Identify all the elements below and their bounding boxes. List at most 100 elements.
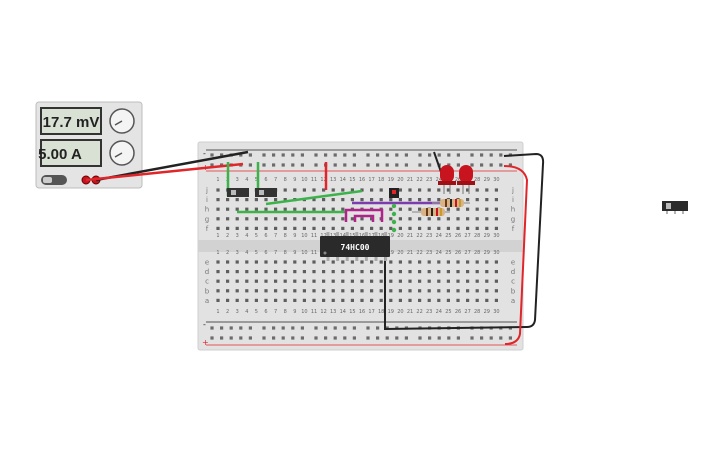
rail-hole[interactable] (300, 326, 304, 330)
breadboard-hole[interactable] (437, 226, 441, 230)
breadboard-hole[interactable] (427, 198, 431, 202)
rail-hole[interactable] (210, 153, 214, 157)
breadboard-hole[interactable] (264, 289, 268, 293)
rail-hole[interactable] (404, 336, 408, 340)
breadboard-hole[interactable] (437, 198, 441, 202)
breadboard-hole[interactable] (398, 207, 402, 211)
breadboard-hole[interactable] (235, 207, 239, 211)
breadboard-hole[interactable] (427, 279, 431, 283)
breadboard-hole[interactable] (408, 298, 412, 302)
breadboard-hole[interactable] (235, 289, 239, 293)
breadboard-hole[interactable] (485, 217, 489, 221)
breadboard-hole[interactable] (293, 260, 297, 264)
breadboard-hole[interactable] (264, 270, 268, 274)
breadboard-hole[interactable] (235, 217, 239, 221)
breadboard-hole[interactable] (446, 298, 450, 302)
breadboard-hole[interactable] (245, 260, 249, 264)
rail-hole[interactable] (300, 163, 304, 167)
breadboard-hole[interactable] (331, 207, 335, 211)
breadboard-hole[interactable] (475, 279, 479, 283)
breadboard-hole[interactable] (446, 207, 450, 211)
breadboard-hole[interactable] (360, 298, 364, 302)
breadboard-hole[interactable] (370, 217, 374, 221)
rail-hole[interactable] (395, 336, 399, 340)
breadboard-hole[interactable] (408, 279, 412, 283)
breadboard-hole[interactable] (312, 188, 316, 192)
breadboard-hole[interactable] (235, 270, 239, 274)
breadboard-hole[interactable] (494, 260, 498, 264)
breadboard-hole[interactable] (293, 279, 297, 283)
rail-hole[interactable] (210, 326, 214, 330)
rail-hole[interactable] (385, 153, 389, 157)
rail-hole[interactable] (366, 326, 370, 330)
breadboard-hole[interactable] (216, 298, 220, 302)
breadboard-hole[interactable] (360, 279, 364, 283)
breadboard-hole[interactable] (446, 226, 450, 230)
breadboard-hole[interactable] (427, 217, 431, 221)
rail-hole[interactable] (300, 153, 304, 157)
breadboard-hole[interactable] (331, 226, 335, 230)
breadboard-hole[interactable] (408, 260, 412, 264)
breadboard-hole[interactable] (456, 217, 460, 221)
breadboard-hole[interactable] (427, 188, 431, 192)
breadboard-hole[interactable] (456, 260, 460, 264)
breadboard-hole[interactable] (274, 207, 278, 211)
breadboard-hole[interactable] (360, 270, 364, 274)
rail-hole[interactable] (281, 336, 285, 340)
breadboard-hole[interactable] (274, 279, 278, 283)
breadboard-hole[interactable] (254, 198, 258, 202)
breadboard-hole[interactable] (379, 260, 383, 264)
rail-hole[interactable] (499, 153, 503, 157)
breadboard-hole[interactable] (216, 188, 220, 192)
breadboard-hole[interactable] (379, 279, 383, 283)
rail-hole[interactable] (333, 153, 337, 157)
breadboard-hole[interactable] (437, 279, 441, 283)
breadboard-hole[interactable] (360, 289, 364, 293)
breadboard-hole[interactable] (264, 217, 268, 221)
breadboard-hole[interactable] (350, 188, 354, 192)
breadboard-hole[interactable] (293, 217, 297, 221)
breadboard-hole[interactable] (293, 289, 297, 293)
breadboard-hole[interactable] (475, 188, 479, 192)
breadboard-hole[interactable] (485, 207, 489, 211)
rail-hole[interactable] (343, 153, 347, 157)
breadboard-hole[interactable] (302, 188, 306, 192)
rail-hole[interactable] (343, 336, 347, 340)
breadboard-hole[interactable] (389, 198, 393, 202)
breadboard-hole[interactable] (466, 298, 470, 302)
breadboard-hole[interactable] (341, 207, 345, 211)
breadboard-hole[interactable] (226, 298, 230, 302)
wire-black-led[interactable] (433, 151, 442, 173)
breadboard-hole[interactable] (427, 289, 431, 293)
breadboard-hole[interactable] (283, 198, 287, 202)
rail-hole[interactable] (314, 153, 318, 157)
breadboard-hole[interactable] (245, 298, 249, 302)
rail-hole[interactable] (470, 163, 474, 167)
breadboard-hole[interactable] (350, 289, 354, 293)
breadboard-hole[interactable] (494, 217, 498, 221)
breadboard-hole[interactable] (494, 279, 498, 283)
breadboard-hole[interactable] (485, 279, 489, 283)
rail-hole[interactable] (343, 163, 347, 167)
breadboard-hole[interactable] (274, 289, 278, 293)
breadboard-hole[interactable] (312, 298, 316, 302)
breadboard-hole[interactable] (456, 279, 460, 283)
breadboard-hole[interactable] (360, 198, 364, 202)
breadboard-hole[interactable] (408, 207, 412, 211)
rail-hole[interactable] (428, 153, 432, 157)
breadboard-hole[interactable] (456, 298, 460, 302)
breadboard-hole[interactable] (341, 270, 345, 274)
breadboard-hole[interactable] (370, 226, 374, 230)
breadboard-hole[interactable] (254, 270, 258, 274)
rail-hole[interactable] (376, 153, 380, 157)
slide-switch-loose[interactable] (662, 201, 688, 214)
breadboard-hole[interactable] (398, 198, 402, 202)
breadboard-hole[interactable] (216, 198, 220, 202)
breadboard-hole[interactable] (370, 188, 374, 192)
breadboard-hole[interactable] (446, 217, 450, 221)
breadboard-hole[interactable] (379, 298, 383, 302)
breadboard-hole[interactable] (475, 289, 479, 293)
breadboard-hole[interactable] (331, 198, 335, 202)
rail-hole[interactable] (437, 153, 441, 157)
breadboard-hole[interactable] (312, 198, 316, 202)
